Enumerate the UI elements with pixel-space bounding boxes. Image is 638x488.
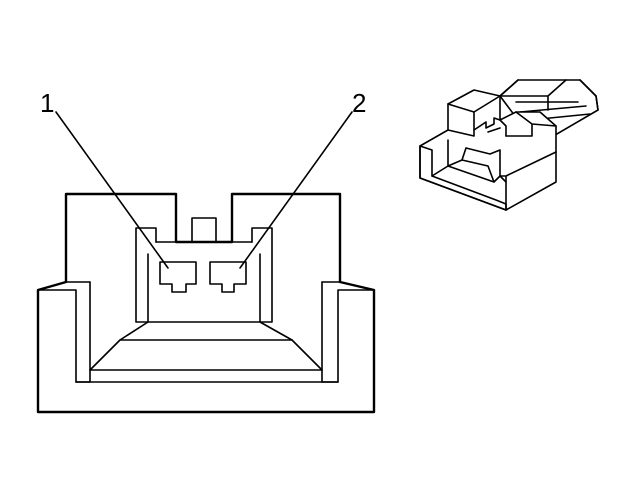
connector-isometric-view — [419, 79, 599, 211]
cavity-wall-left — [37, 281, 91, 383]
cavity-wall-right — [321, 281, 375, 383]
iso-front-lip — [431, 165, 507, 183]
iso-rear-top — [499, 79, 599, 111]
terminal-cavity-1 — [159, 261, 197, 293]
connector-outer-body — [36, 192, 376, 414]
terminal-housing-inner — [119, 253, 293, 341]
callout-2-leader — [239, 111, 353, 269]
iso-right-tower — [505, 111, 557, 137]
cavity-floor — [75, 339, 339, 383]
iso-latch — [473, 117, 507, 137]
latch-tab — [191, 217, 217, 243]
iso-cavity — [447, 139, 501, 183]
terminal-housing — [135, 227, 273, 323]
iso-left-tower — [447, 95, 501, 137]
callout-1-leader — [55, 111, 169, 269]
callout-1-label: 1 — [40, 88, 54, 118]
callout-2-label: 2 — [352, 88, 366, 118]
connector-face-view — [36, 192, 376, 414]
terminal-cavity-2 — [209, 261, 247, 293]
